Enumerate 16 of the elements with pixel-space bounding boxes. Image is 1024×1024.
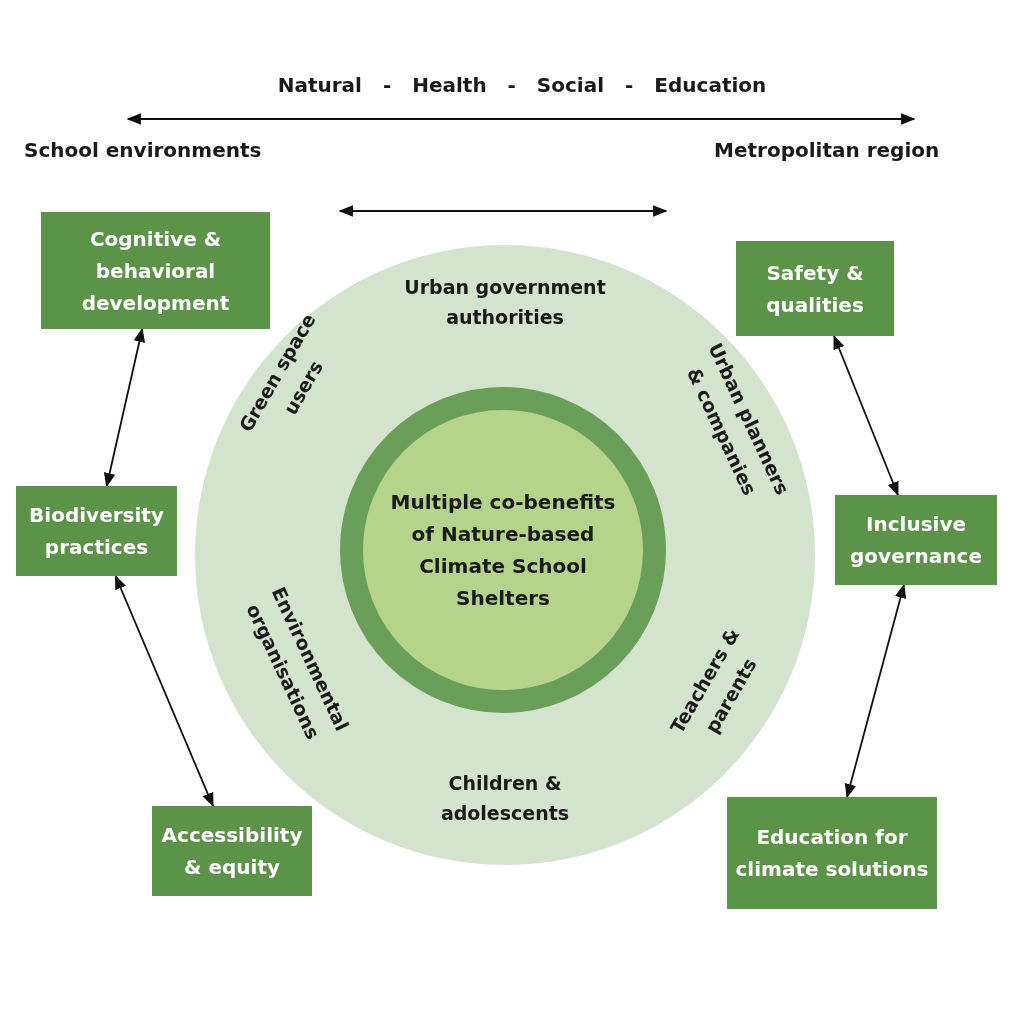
scale-end-label: School environments bbox=[24, 138, 262, 162]
double-arrow bbox=[833, 334, 899, 497]
double-arrow bbox=[844, 583, 907, 799]
stakeholder-label: Children & adolescents bbox=[439, 771, 571, 826]
benefit-box: Cognitive & behavioral development bbox=[41, 212, 270, 329]
benefit-box: Accessibility & equity bbox=[152, 806, 312, 896]
scale-end-label: Metropolitan region bbox=[714, 138, 940, 162]
double-arrow bbox=[103, 327, 145, 488]
stakeholder-label: Urban government authorities bbox=[403, 275, 607, 330]
benefit-box: Education for climate solutions bbox=[727, 797, 937, 909]
benefit-box: Biodiversity practices bbox=[16, 486, 177, 576]
double-arrow bbox=[114, 574, 214, 808]
benefit-box: Inclusive governance bbox=[835, 495, 997, 585]
heading-text: Natural - Health - Social - Education bbox=[277, 73, 767, 97]
benefit-box: Safety & qualities bbox=[736, 241, 894, 336]
center-text: Multiple co-benefits of Nature-based Climate School Shelters bbox=[389, 489, 617, 612]
